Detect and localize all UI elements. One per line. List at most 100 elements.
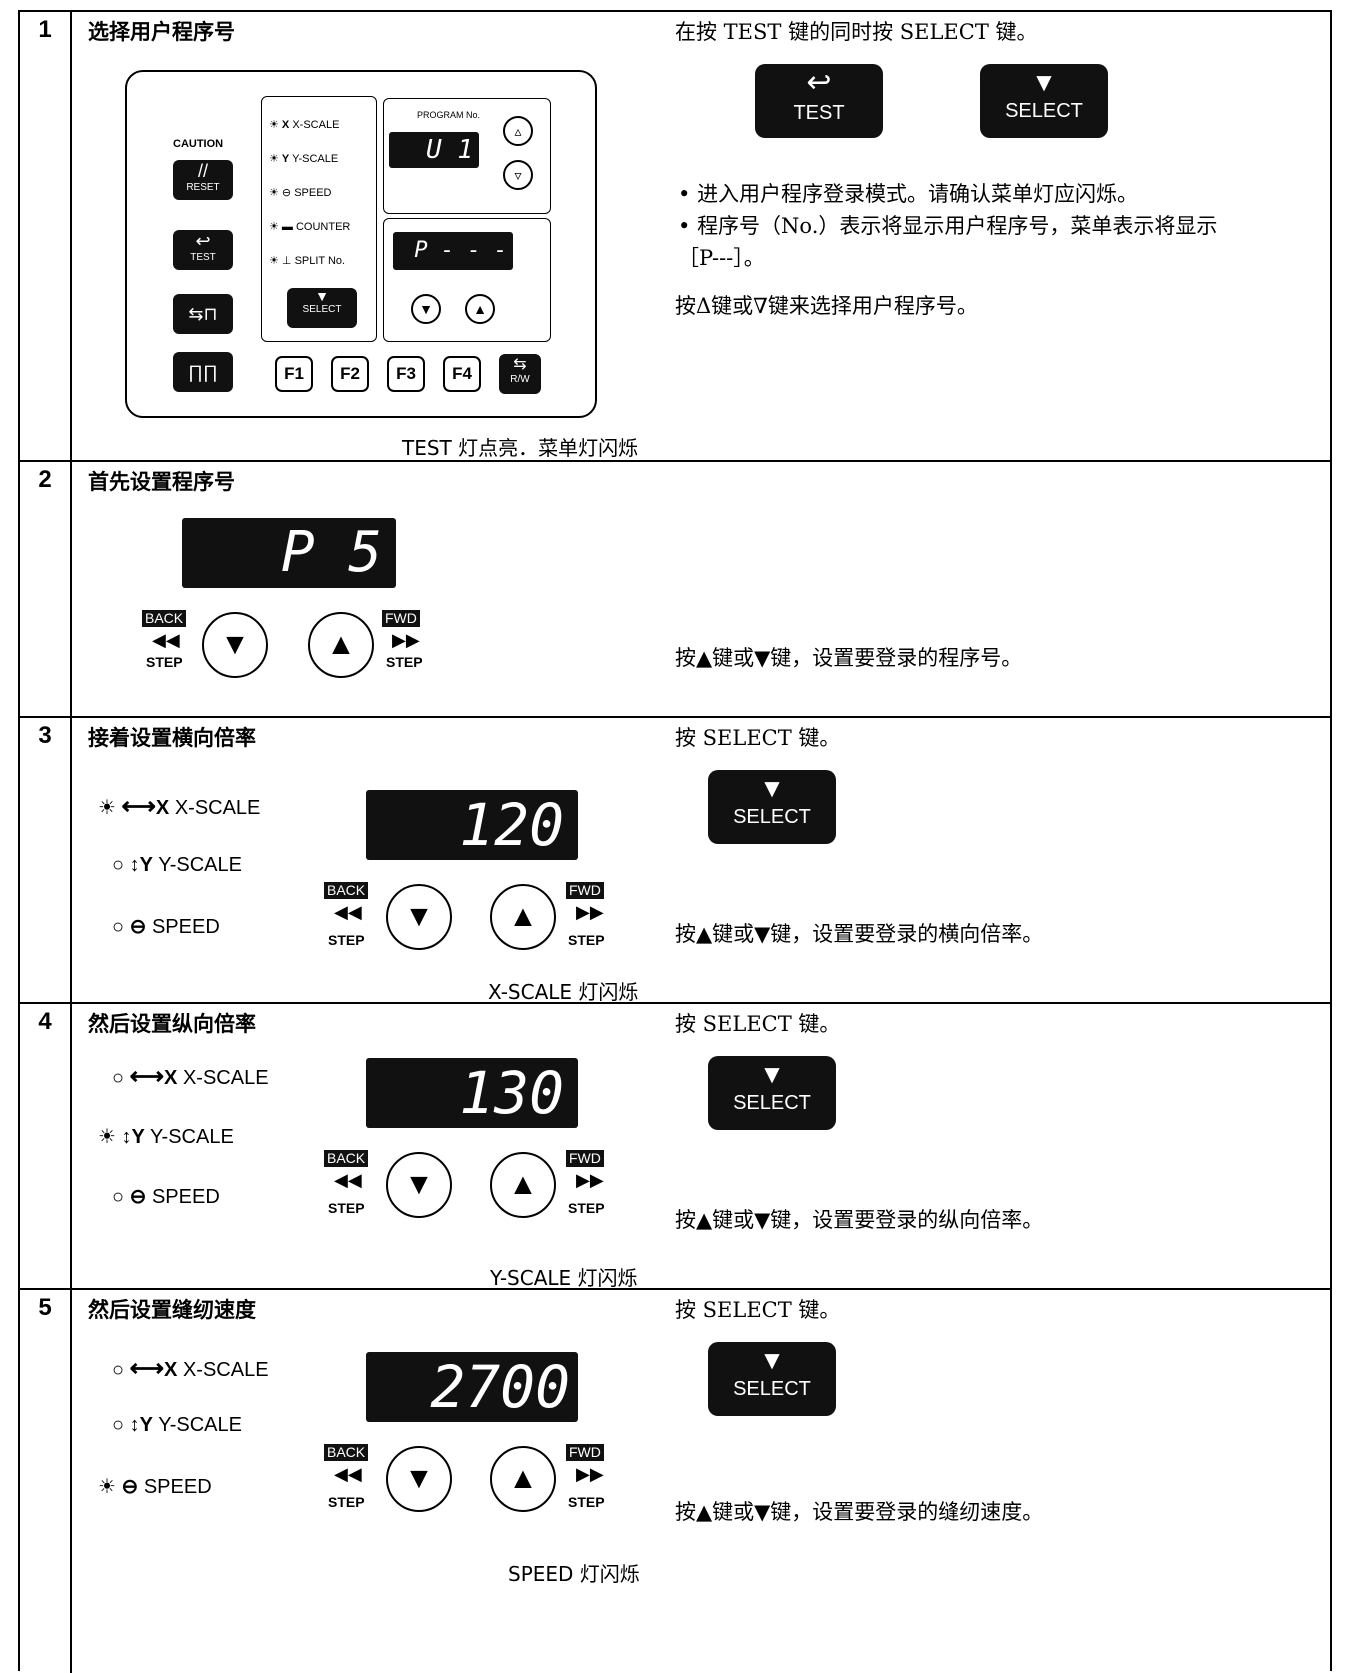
step-caption: SPEED 灯闪烁 — [508, 1562, 640, 1586]
menu-split: ☀ ⊥ SPLIT No. — [269, 255, 346, 267]
step-instruction-top: 按 SELECT 键。 — [675, 726, 841, 750]
reset-button[interactable]: //RESET — [173, 160, 233, 200]
back-label: BACK — [324, 882, 369, 899]
counter-button[interactable]: ∏∏ — [173, 352, 233, 392]
menu-y-scale: ☀ Y Y-SCALE — [269, 153, 339, 165]
y-scale-indicator: ☀ ↕Y Y-SCALE — [98, 1126, 234, 1148]
up-button[interactable]: ▲ — [490, 884, 556, 950]
y-scale-indicator: ○ ↕Y Y-SCALE — [112, 1414, 242, 1436]
step-title: 选择用户程序号 — [88, 20, 235, 44]
f4-key[interactable]: F4 — [443, 356, 481, 392]
step-row-2: 2 首先设置程序号 P 5 BACK ◀◀ STEP ▼ ▲ FWD ▶▶ ST… — [20, 462, 1330, 718]
select-key[interactable]: ▼SELECT — [708, 1056, 836, 1130]
panel-select-button[interactable]: ▼SELECT — [287, 288, 357, 328]
bullet-item: • 进入用户程序登录模式。请确认菜单灯应闪烁。 — [678, 182, 1139, 206]
forward-icon: ▶▶ — [576, 1170, 604, 1190]
forward-icon: ▶▶ — [576, 902, 604, 922]
menu-group — [261, 96, 377, 342]
fwd-label: FWD — [566, 1444, 604, 1461]
step-number: 3 — [20, 718, 72, 1002]
value-display: 2700 — [366, 1352, 578, 1422]
program-group — [383, 98, 551, 214]
step-label: STEP — [568, 932, 605, 948]
step-label: STEP — [568, 1200, 605, 1216]
up-button[interactable]: ▲ — [490, 1152, 556, 1218]
step-label: STEP — [386, 654, 423, 670]
step-caption: Y-SCALE 灯闪烁 — [490, 1266, 638, 1290]
x-scale-indicator: ○ ⟷X X-SCALE — [112, 1063, 269, 1090]
step-instruction: 按▲键或▼键，设置要登录的纵向倍率。 — [675, 1208, 1044, 1232]
step-instruction: 按▲键或▼键，设置要登录的程序号。 — [675, 646, 1023, 670]
step-title: 接着设置横向倍率 — [88, 726, 256, 750]
f1-key[interactable]: F1 — [275, 356, 313, 392]
step-label: STEP — [568, 1494, 605, 1510]
select-key[interactable]: ▼SELECT — [708, 770, 836, 844]
step-title: 然后设置缝纫速度 — [88, 1298, 256, 1322]
program-down-button[interactable]: ▿ — [503, 160, 533, 190]
menu-counter: ☀ ▬ COUNTER — [269, 221, 351, 233]
select-key[interactable]: ▼SELECT — [708, 1342, 836, 1416]
y-scale-indicator: ○ ↕Y Y-SCALE — [112, 854, 242, 876]
down-button[interactable]: ▼ — [386, 1446, 452, 1512]
test-button[interactable]: ↩TEST — [173, 230, 233, 270]
step-caption: TEST 灯点亮．菜单灯闪烁 — [402, 436, 639, 460]
fwd-label: FWD — [566, 1150, 604, 1167]
x-scale-indicator: ☀ ⟷X X-SCALE — [98, 793, 261, 820]
rewind-icon: ◀◀ — [334, 1464, 362, 1484]
down-button[interactable]: ▼ — [386, 1152, 452, 1218]
step-row-4: 4 然后设置纵向倍率 ○ ⟷X X-SCALE ☀ ↕Y Y-SCALE ○ ⊖… — [20, 1004, 1330, 1290]
up-button[interactable]: ▲ — [308, 612, 374, 678]
menu-speed: ☀ ⊖ SPEED — [269, 187, 332, 199]
program-no-label: PROGRAM No. — [417, 110, 481, 120]
back-label: BACK — [324, 1150, 369, 1167]
forward-icon: ▶▶ — [392, 630, 420, 650]
back-label: BACK — [142, 610, 187, 627]
step-instruction-top: 按 SELECT 键。 — [675, 1012, 841, 1036]
rw-button[interactable]: ⇆R/W — [499, 354, 541, 394]
caution-label: CAUTION — [173, 138, 224, 150]
program-display: P 5 — [182, 518, 396, 588]
f2-key[interactable]: F2 — [331, 356, 369, 392]
program-display: U 1 — [389, 132, 479, 168]
program-up-button[interactable]: ▵ — [503, 116, 533, 146]
bullet-item: • 程序号（No.）表示将显示用户程序号，菜单表示将显示［P---］。 — [678, 214, 1218, 270]
step-instruction: 按▲键或▼键，设置要登录的缝纫速度。 — [675, 1500, 1044, 1524]
step-number: 5 — [20, 1290, 72, 1673]
select-key[interactable]: ▼SELECT — [980, 64, 1108, 138]
back-label: BACK — [324, 1444, 369, 1461]
panel-up-button[interactable]: ▲ — [465, 294, 495, 324]
fwd-label: FWD — [566, 882, 604, 899]
step-row-3: 3 接着设置横向倍率 ☀ ⟷X X-SCALE ○ ↕Y Y-SCALE ○ ⊖… — [20, 718, 1330, 1004]
down-button[interactable]: ▼ — [202, 612, 268, 678]
step-number: 2 — [20, 462, 72, 716]
thread-button[interactable]: ⇆⊓ — [173, 294, 233, 334]
test-key[interactable]: ↩TEST — [755, 64, 883, 138]
menu-display: P - - - — [393, 232, 513, 270]
menu-x-scale: ☀ X X-SCALE — [269, 119, 340, 131]
rewind-icon: ◀◀ — [334, 902, 362, 922]
speed-indicator: ○ ⊖ SPEED — [112, 1186, 220, 1208]
speed-indicator: ☀ ⊖ SPEED — [98, 1476, 212, 1498]
control-panel: CAUTION //RESET ↩TEST ⇆⊓ ∏∏ ☀ X X-SCALE … — [125, 70, 597, 418]
up-button[interactable]: ▲ — [490, 1446, 556, 1512]
step-label: STEP — [146, 654, 183, 670]
panel-down-button[interactable]: ▼ — [411, 294, 441, 324]
f3-key[interactable]: F3 — [387, 356, 425, 392]
value-display: 120 — [366, 790, 578, 860]
rewind-icon: ◀◀ — [152, 630, 180, 650]
step-followup: 按Δ键或∇键来选择用户程序号。 — [675, 294, 978, 318]
step-label: STEP — [328, 932, 365, 948]
value-display: 130 — [366, 1058, 578, 1128]
step-number: 4 — [20, 1004, 72, 1288]
step-instruction-top: 按 SELECT 键。 — [675, 1298, 841, 1322]
display-group — [383, 218, 551, 342]
step-caption: X-SCALE 灯闪烁 — [488, 980, 639, 1004]
step-title: 首先设置程序号 — [88, 470, 235, 494]
step-label: STEP — [328, 1494, 365, 1510]
step-number: 1 — [20, 12, 72, 460]
down-button[interactable]: ▼ — [386, 884, 452, 950]
forward-icon: ▶▶ — [576, 1464, 604, 1484]
step-label: STEP — [328, 1200, 365, 1216]
rewind-icon: ◀◀ — [334, 1170, 362, 1190]
fwd-label: FWD — [382, 610, 420, 627]
